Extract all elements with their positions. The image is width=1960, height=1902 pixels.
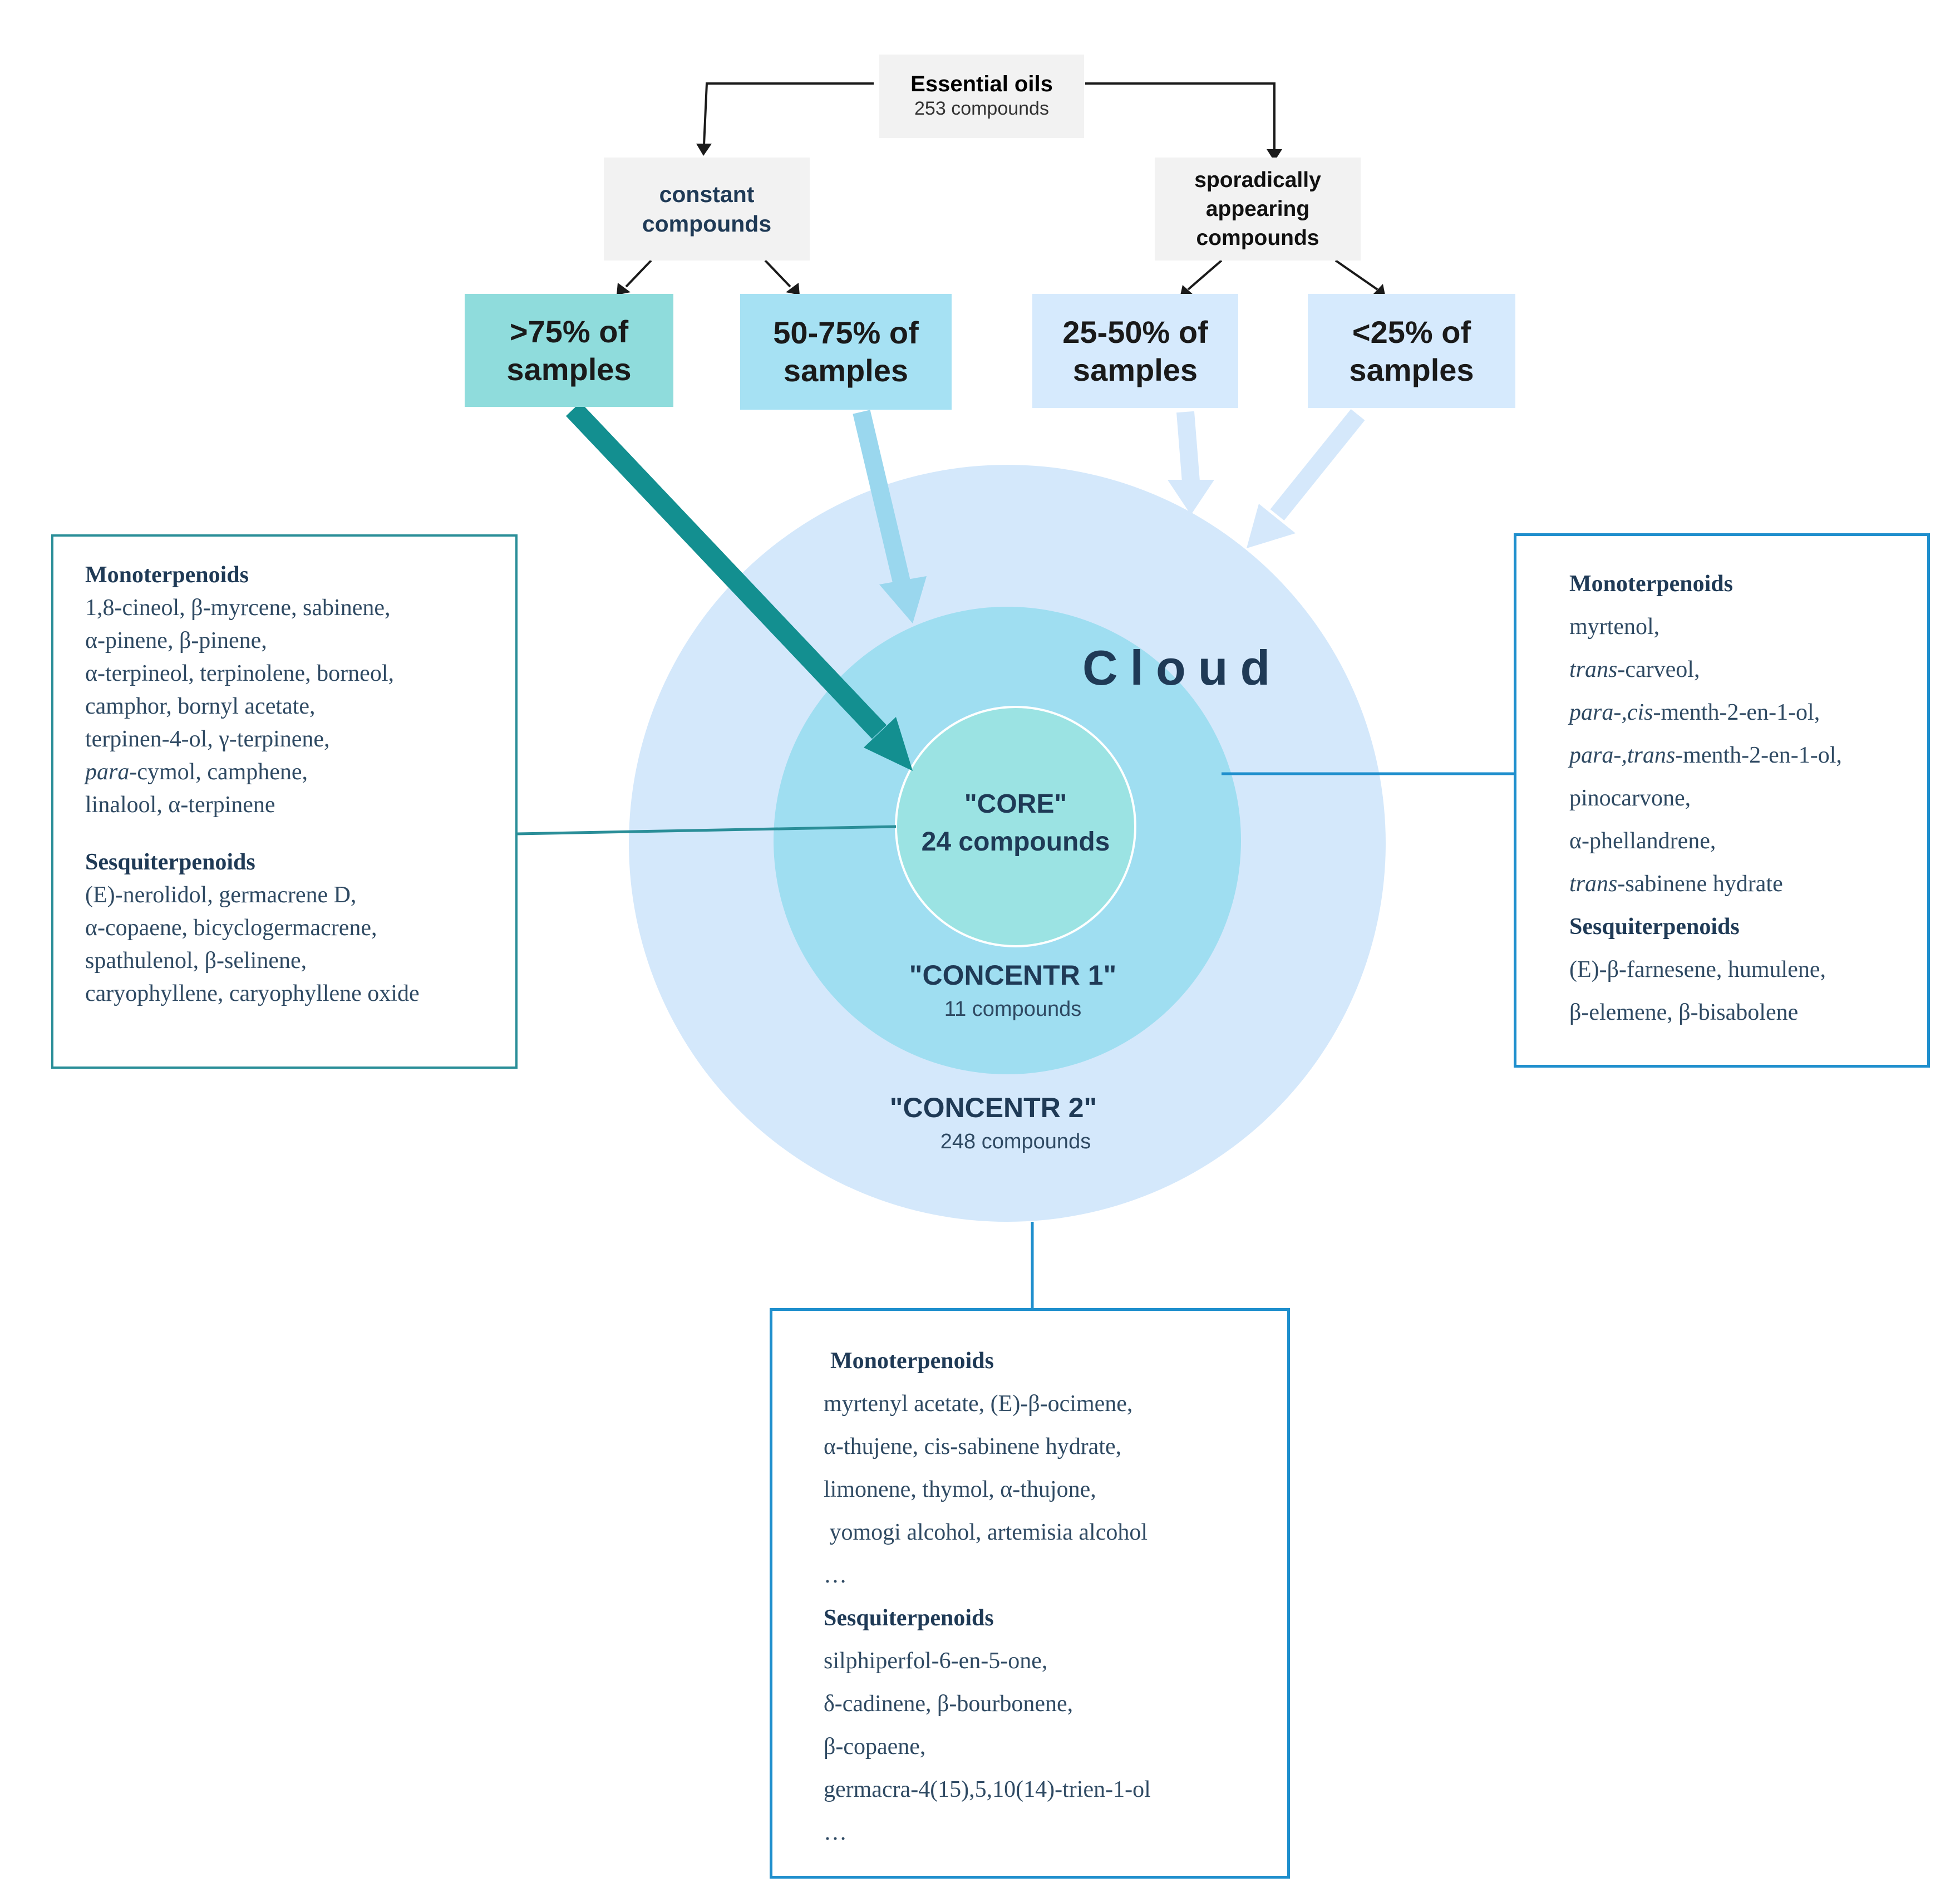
bottom-mono-line: … [824,1562,847,1588]
category-50-75: 50-75% of samples [740,294,952,410]
top-arrows [625,82,1378,291]
arrowhead-50-75 [786,283,800,295]
right-mono-line: trans-carveol, [1569,657,1700,682]
right-mono-line: para-,trans-menth-2-en-1-ol, [1569,743,1842,768]
arrow-to-constant [703,82,874,145]
essential-oils-box: Essential oils 253 compounds [879,55,1084,138]
arrowhead-gt75 [617,283,631,295]
left-mono-line: α-pinene, β-pinene, [85,628,267,653]
left-panel: Monoterpenoids 1,8-cineol, β-myrcene, sa… [51,534,518,1069]
left-mono-line: 1,8-cineol, β-myrcene, sabinene, [85,595,391,621]
arrow-constant-gt75 [625,259,652,288]
bottom-sesq-line: … [824,1820,847,1845]
concentr2-title: "CONCENTR 2" [889,1092,1097,1123]
bottom-mono-line: yomogi alcohol, artemisia alcohol [824,1520,1148,1545]
bottom-sesq-line: silphiperfol-6-en-5-one, [824,1648,1048,1674]
category-lt25: <25% of samples [1308,294,1515,408]
left-mono-heading: Monoterpenoids [85,562,249,588]
right-mono-heading: Monoterpenoids [1569,571,1733,597]
concentr1-title: "CONCENTR 1" [909,960,1117,991]
arrowhead-constant [696,144,712,156]
category-25-50-label: 25-50% of samples [1062,314,1208,387]
bottom-sesq-line: β-copaene, [824,1734,926,1760]
bottom-mono-line: limonene, thymol, α-thujone, [824,1477,1096,1502]
bottom-sesq-line: δ-cadinene, β-bourbonene, [824,1691,1073,1717]
core-title: "CORE" [964,789,1067,819]
left-mono-line: terpinen-4-ol, γ-terpinene, [85,726,330,752]
bottom-mono-list: myrtenyl acetate, (E)-β-ocimene, α-thuje… [824,1383,1287,1597]
bottom-panel: Monoterpenoids myrtenyl acetate, (E)-β-o… [770,1308,1290,1879]
constant-compounds-box: constant compounds [604,158,810,261]
core-count: 24 compounds [921,827,1110,857]
left-mono-line: linalool, α-terpinene [85,792,275,818]
left-mono-line: α-terpineol, terpinolene, borneol, [85,661,394,686]
right-sesq-line: β-elemene, β-bisabolene [1569,1000,1799,1025]
right-mono-line: pinocarvone, [1569,785,1691,811]
left-mono-line: para-cymol, camphene, [85,759,308,785]
bottom-sesq-line: germacra-4(15),5,10(14)-trien-1-ol [824,1777,1151,1802]
bottom-sesq-list: silphiperfol-6-en-5-one, δ-cadinene, β-b… [824,1640,1287,1854]
bottom-sesq-heading: Sesquiterpenoids [824,1605,994,1631]
bottom-mono-line: α-thujene, cis-sabinene hydrate, [824,1434,1122,1459]
left-sesq-line: α-copaene, bicyclogermacrene, [85,915,377,941]
right-mono-list: myrtenol, trans-carveol, para-,cis-menth… [1569,606,1927,906]
right-sesq-line: (E)-β-farnesene, humulene, [1569,957,1826,982]
arrowhead-sporadic [1267,149,1282,161]
arrow-to-sporadic [1085,82,1276,150]
left-sesq-line: (E)-nerolidol, germacrene D, [85,882,357,908]
arrow-gt75-to-core [565,402,913,771]
category-25-50: 25-50% of samples [1032,294,1238,408]
right-sesq-list: (E)-β-farnesene, humulene, β-elemene, β-… [1569,948,1927,1034]
sporadic-compounds-box: sporadically appearing compounds [1155,158,1361,261]
arrow-25-50-to-cloud [1168,411,1214,515]
right-panel: Monoterpenoids myrtenol, trans-carveol, … [1514,533,1930,1068]
concentr1-count: 11 compounds [944,997,1082,1021]
left-sesq-line: spathulenol, β-selinene, [85,948,307,974]
bottom-mono-heading: Monoterpenoids [830,1348,994,1374]
concentr2-count: 248 compounds [940,1130,1091,1153]
left-sesq-line: caryophyllene, caryophyllene oxide [85,981,420,1006]
category-gt75: >75% of samples [465,294,673,407]
left-sesq-list: (E)-nerolidol, germacrene D, α-copaene, … [85,879,515,1010]
right-mono-line: para-,cis-menth-2-en-1-ol, [1569,700,1820,725]
cloud-label: Cloud [1082,640,1283,695]
connector-left [517,825,897,835]
arrow-sporadic-lt25 [1334,259,1378,291]
left-mono-line: camphor, bornyl acetate, [85,694,316,719]
arrow-lt25-to-cloud [1247,409,1365,548]
constant-compounds-label: constant compounds [642,181,772,237]
arrow-50-75-to-concentr1 [853,410,927,623]
right-sesq-heading: Sesquiterpenoids [1569,914,1740,940]
right-mono-line: trans-sabinene hydrate [1569,871,1783,897]
category-gt75-label: >75% of samples [506,313,632,387]
category-50-75-label: 50-75% of samples [773,315,919,388]
arrow-sporadic-25-50 [1187,259,1223,291]
left-mono-list: 1,8-cineol, β-myrcene, sabinene, α-pinen… [85,592,515,822]
essential-oils-count: 253 compounds [914,98,1049,119]
right-mono-line: α-phellandrene, [1569,828,1716,854]
category-lt25-label: <25% of samples [1349,314,1474,387]
right-mono-line: myrtenol, [1569,614,1660,640]
arrow-constant-50-75 [764,259,791,288]
bottom-mono-line: myrtenyl acetate, (E)-β-ocimene, [824,1391,1133,1417]
sporadic-compounds-label: sporadically appearing compounds [1194,168,1321,250]
essential-oils-title: Essential oils [910,72,1053,96]
left-sesq-heading: Sesquiterpenoids [85,849,255,875]
